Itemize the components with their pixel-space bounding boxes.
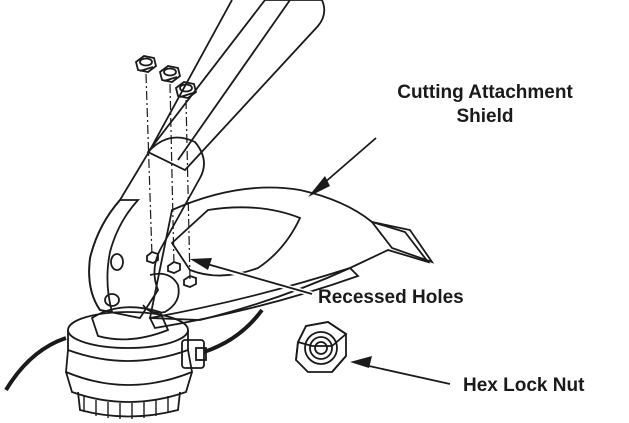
- screw-2: [158, 65, 182, 83]
- screw-3: [174, 81, 198, 99]
- trimmer-line-left: [4, 336, 67, 392]
- screw-1: [134, 55, 158, 73]
- arrow-recessed-holes: [190, 258, 313, 297]
- label-hex-lock-nut: Hex Lock Nut: [463, 375, 585, 396]
- trimmer-line-right: [203, 308, 264, 354]
- cutting-attachment-shield: [148, 186, 435, 329]
- label-shield-line1: Cutting Attachment: [397, 82, 573, 103]
- alignment-lines: [145, 73, 191, 281]
- hex-lock-nut: [295, 321, 348, 373]
- leader-arrows: [190, 137, 451, 385]
- gear-housing: [88, 136, 205, 320]
- recessed-holes: [146, 250, 197, 288]
- arrow-hex-nut: [350, 356, 451, 385]
- label-recessed-holes: Recessed Holes: [318, 287, 464, 308]
- arrow-shield: [308, 137, 377, 197]
- trimmer-head: [65, 306, 207, 419]
- shaft-tube: [146, 0, 326, 172]
- label-shield-line2: Shield: [456, 106, 513, 127]
- screws: [134, 55, 198, 99]
